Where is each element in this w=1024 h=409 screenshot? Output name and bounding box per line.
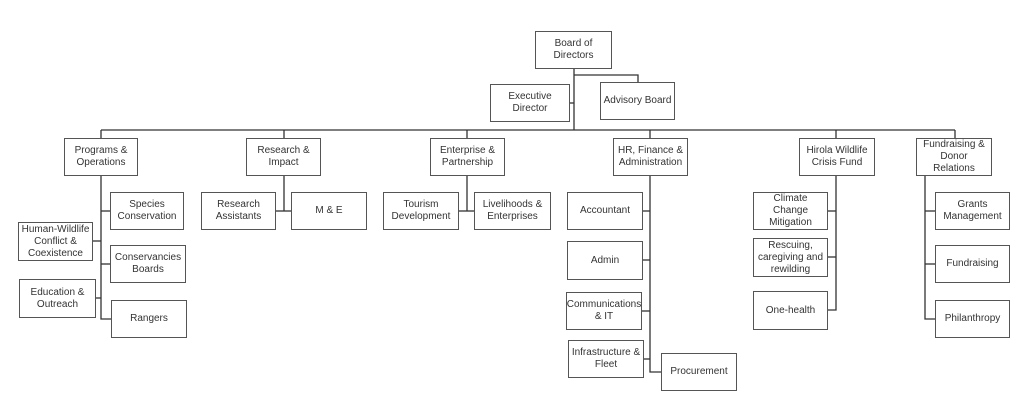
connector-hirola-trunk [828,176,837,311]
node-label: Hirola Wildlife Crisis Fund [806,145,868,168]
node-label: Admin [590,254,620,266]
node-fundraising: Fundraising [935,245,1010,283]
node-rangers: Rangers [111,300,187,338]
node-species-conservation: Species Conservation [110,192,184,230]
connector-fundraising-trunk [924,176,935,320]
node-one-health: One-health [753,291,828,330]
node-rescuing-caregiving-rewilding: Rescuing, caregiving and rewilding [753,238,828,277]
node-label: Livelihoods & Enterprises [482,199,543,222]
node-label: Conservancies Boards [114,252,182,275]
node-label: Communications & IT [566,299,642,322]
connector-programs-trunk [100,176,111,320]
node-livelihoods-enterprises: Livelihoods & Enterprises [474,192,551,230]
node-accountant: Accountant [567,192,643,230]
node-label: Tourism Development [391,199,451,222]
node-label: Executive Director [508,91,552,114]
node-m-and-e: M & E [291,192,367,230]
node-advisory-board: Advisory Board [600,82,675,120]
node-label: Grants Management [943,199,1002,222]
node-label: One-health [765,304,816,316]
connector-hr-trunk [649,176,661,373]
node-communications-it: Communications & IT [566,292,642,330]
node-education-outreach: Education & Outreach [19,279,96,318]
node-label: Fundraising & Donor Relations [923,139,985,174]
node-board-of-directors: Board of Directors [535,31,612,69]
node-research-impact: Research & Impact [246,138,321,176]
connector-advisory [574,74,639,82]
node-label: Board of Directors [553,38,594,61]
node-grants-management: Grants Management [935,192,1010,230]
node-admin: Admin [567,241,643,280]
node-label: Education & Outreach [30,286,85,310]
node-label: Rangers [130,313,168,324]
node-hr-finance-administration: HR, Finance & Administration [613,138,688,176]
node-label: HR, Finance & Administration [617,145,684,168]
node-climate-change-mitigation: Climate Change Mitigation [753,192,828,230]
node-label: Research Assistants [215,199,262,222]
node-enterprise-partnership: Enterprise & Partnership [430,138,505,176]
node-label: Advisory Board [603,95,672,106]
node-label: Programs & Operations [74,145,128,168]
node-fundraising-donor-relations: Fundraising & Donor Relations [916,138,992,176]
node-tourism-development: Tourism Development [383,192,459,230]
node-label: Research & Impact [257,145,310,168]
node-infrastructure-fleet: Infrastructure & Fleet [568,340,644,378]
node-label: Rescuing, caregiving and rewilding [757,239,824,275]
node-label: Accountant [579,205,631,216]
node-research-assistants: Research Assistants [201,192,276,230]
node-label: Fundraising [946,258,999,269]
node-label: Human-Wildlife Conflict & Coexistence [21,223,90,259]
node-label: M & E [315,205,343,216]
node-conservancies-boards: Conservancies Boards [110,245,186,283]
node-label: Philanthropy [944,313,1001,324]
node-philanthropy: Philanthropy [935,300,1010,338]
node-label: Climate Change Mitigation [769,193,812,228]
node-programs-operations: Programs & Operations [64,138,138,176]
node-label: Procurement [670,366,728,377]
node-label: Enterprise & Partnership [439,145,496,168]
node-label: Infrastructure & Fleet [571,347,641,370]
node-human-wildlife-conflict: Human-Wildlife Conflict & Coexistence [18,222,93,261]
node-executive-director: Executive Director [490,84,570,122]
node-label: Species Conservation [117,199,177,222]
node-hirola-wildlife-crisis-fund: Hirola Wildlife Crisis Fund [799,138,875,176]
node-procurement: Procurement [661,353,737,391]
